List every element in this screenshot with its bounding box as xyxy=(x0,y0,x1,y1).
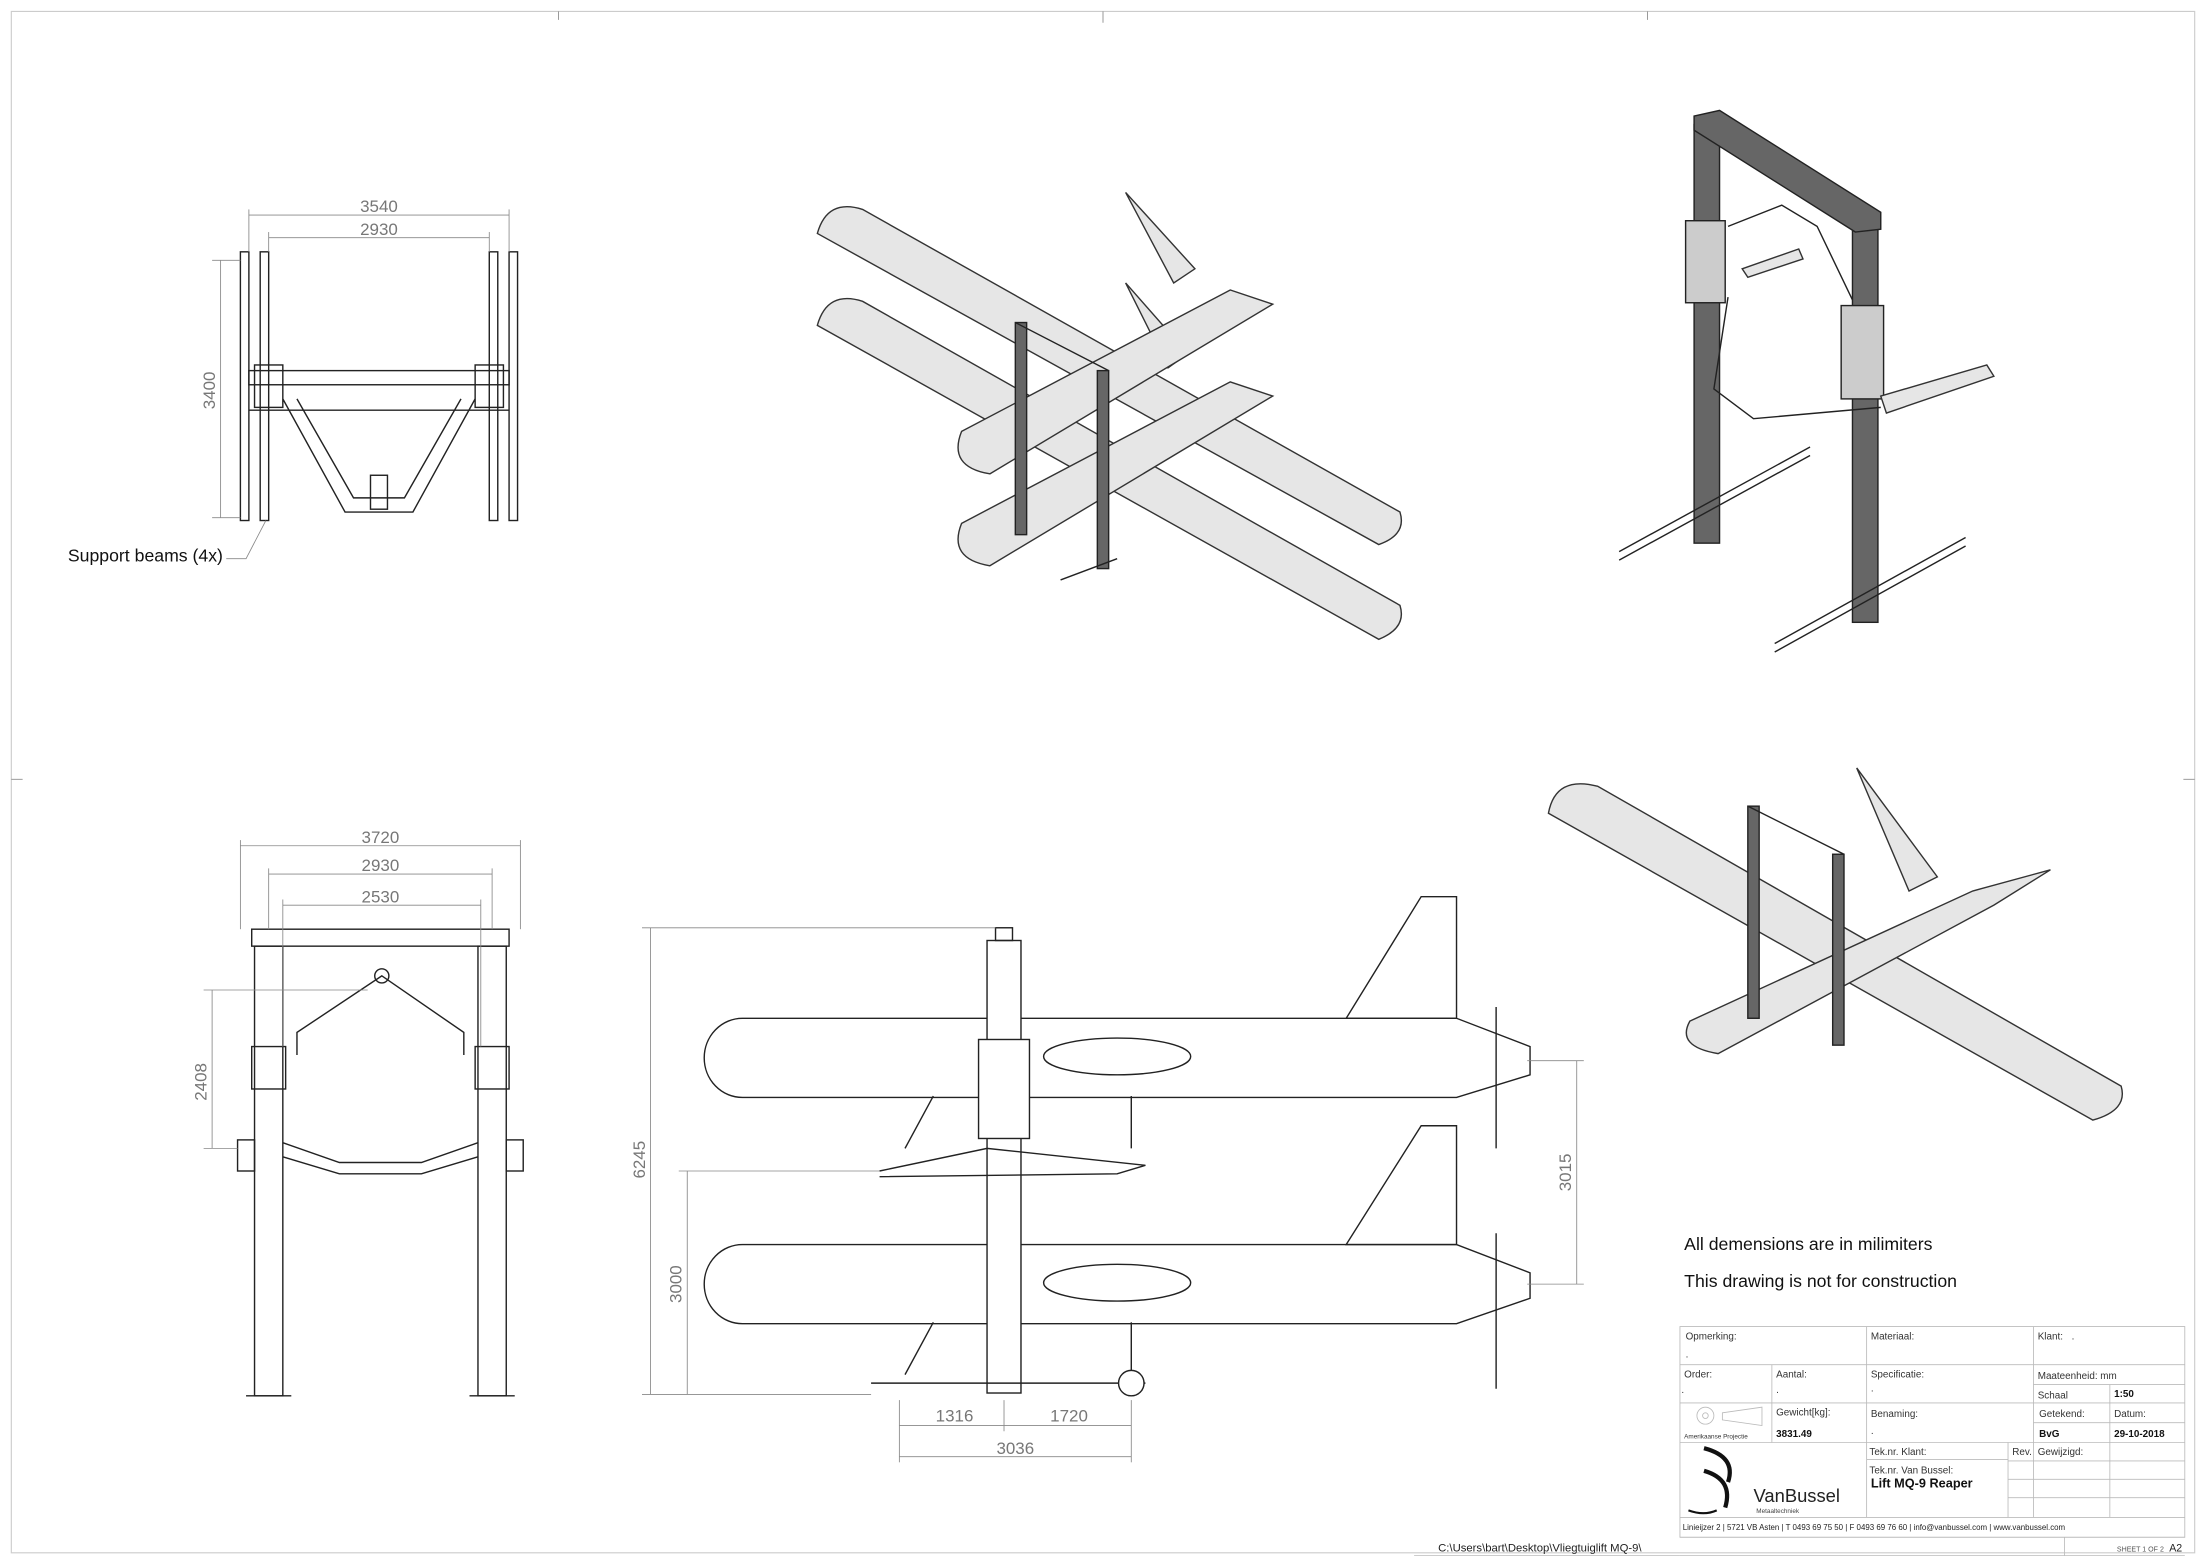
order-value: . xyxy=(1681,1385,1684,1396)
datum-value: 29-10-2018 xyxy=(2114,1429,2165,1440)
dim-1720: 1720 xyxy=(1050,1406,1088,1425)
file-path: C:\Users\bart\Desktop\Vliegtuiglift MQ-9… xyxy=(1438,1542,1642,1554)
rev-label: Rev. xyxy=(2012,1447,2032,1458)
getekend-value: BvG xyxy=(2039,1429,2060,1440)
datum-label: Datum: xyxy=(2114,1409,2146,1420)
paper-size: A2 xyxy=(2169,1542,2182,1554)
projection-symbol-icon xyxy=(1696,1406,1763,1427)
opmerking-label: Opmerking: xyxy=(1686,1331,1737,1342)
dim-6245: 6245 xyxy=(630,1141,649,1179)
benaming-value: . xyxy=(1871,1426,1874,1437)
teknr-vanbussel-value: Lift MQ-9 Reaper xyxy=(1871,1476,1973,1491)
company-address: Linieijzer 2 | 5721 VB Asten | T 0493 69… xyxy=(1683,1523,2066,1532)
dim-3036: 3036 xyxy=(996,1439,1034,1458)
materiaal-label: Materiaal: xyxy=(1871,1331,1914,1342)
order-label: Order: xyxy=(1684,1369,1712,1380)
dim-3000: 3000 xyxy=(667,1265,686,1303)
title-block: Opmerking: . Materiaal: Klant: . Order: … xyxy=(1679,1326,2186,1557)
sheet-border xyxy=(10,10,2196,1554)
dim-2930-b: 2930 xyxy=(362,856,400,875)
isometric-view-two-drones xyxy=(816,191,1402,641)
support-beams-callout: Support beams (4x) xyxy=(68,546,223,566)
front-view-bottom: 3720 2930 2530 2408 xyxy=(191,828,524,1397)
isometric-view-single-drone xyxy=(1547,767,2123,1121)
maateenheid: Maateenheid: mm xyxy=(2038,1371,2117,1382)
benaming-label: Benaming: xyxy=(1871,1409,1918,1420)
side-view: 6245 3000 3015 1316 1720 3036 xyxy=(630,895,1584,1463)
aantal-label: Aantal: xyxy=(1776,1369,1807,1380)
opmerking-value: . xyxy=(1686,1350,1689,1361)
gewijzigd-label: Gewijzigd: xyxy=(2038,1447,2084,1458)
dim-1316: 1316 xyxy=(936,1406,974,1425)
dim-2408: 2408 xyxy=(191,1063,210,1101)
dim-2530: 2530 xyxy=(362,887,400,906)
klant-value: . xyxy=(2072,1331,2075,1342)
note-dimensions: All demensions are in milimiters xyxy=(1684,1234,1932,1254)
dim-3015: 3015 xyxy=(1556,1154,1575,1192)
klant-label: Klant: xyxy=(2038,1331,2063,1342)
isometric-view-lift xyxy=(1618,109,1995,653)
teknr-klant-label: Tek.nr. Klant: xyxy=(1869,1447,1926,1458)
note-not-for-construction: This drawing is not for construction xyxy=(1684,1271,1957,1291)
sheet-number: SHEET 1 OF 2 xyxy=(2117,1546,2164,1553)
specificatie-value: . xyxy=(1871,1384,1874,1395)
dim-3540: 3540 xyxy=(360,197,398,216)
logo-subtitle: Metaaltechniek xyxy=(1756,1508,1800,1515)
schaal-value: 1:50 xyxy=(2114,1389,2134,1400)
vanbussel-logo: VanBussel Metaaltechniek xyxy=(1688,1446,1840,1515)
gewicht-label: Gewicht[kg]: xyxy=(1776,1408,1830,1419)
projection-label: Amerikaanse Projectie xyxy=(1684,1433,1748,1440)
gewicht-value: 3831.49 xyxy=(1776,1429,1812,1440)
dim-2930: 2930 xyxy=(360,220,398,239)
specificatie-label: Specificatie: xyxy=(1871,1369,1924,1380)
dim-3720: 3720 xyxy=(362,828,400,847)
getekend-label: Getekend: xyxy=(2039,1409,2085,1420)
logo-name: VanBussel xyxy=(1753,1485,1839,1506)
dim-3400: 3400 xyxy=(200,372,219,410)
teknr-vanbussel-label: Tek.nr. Van Bussel: xyxy=(1869,1466,1953,1477)
schaal-label: Schaal xyxy=(2038,1391,2068,1402)
aantal-value: . xyxy=(1776,1385,1779,1396)
front-view-top: 3540 2930 3400 Support beams (4x) xyxy=(68,197,519,566)
